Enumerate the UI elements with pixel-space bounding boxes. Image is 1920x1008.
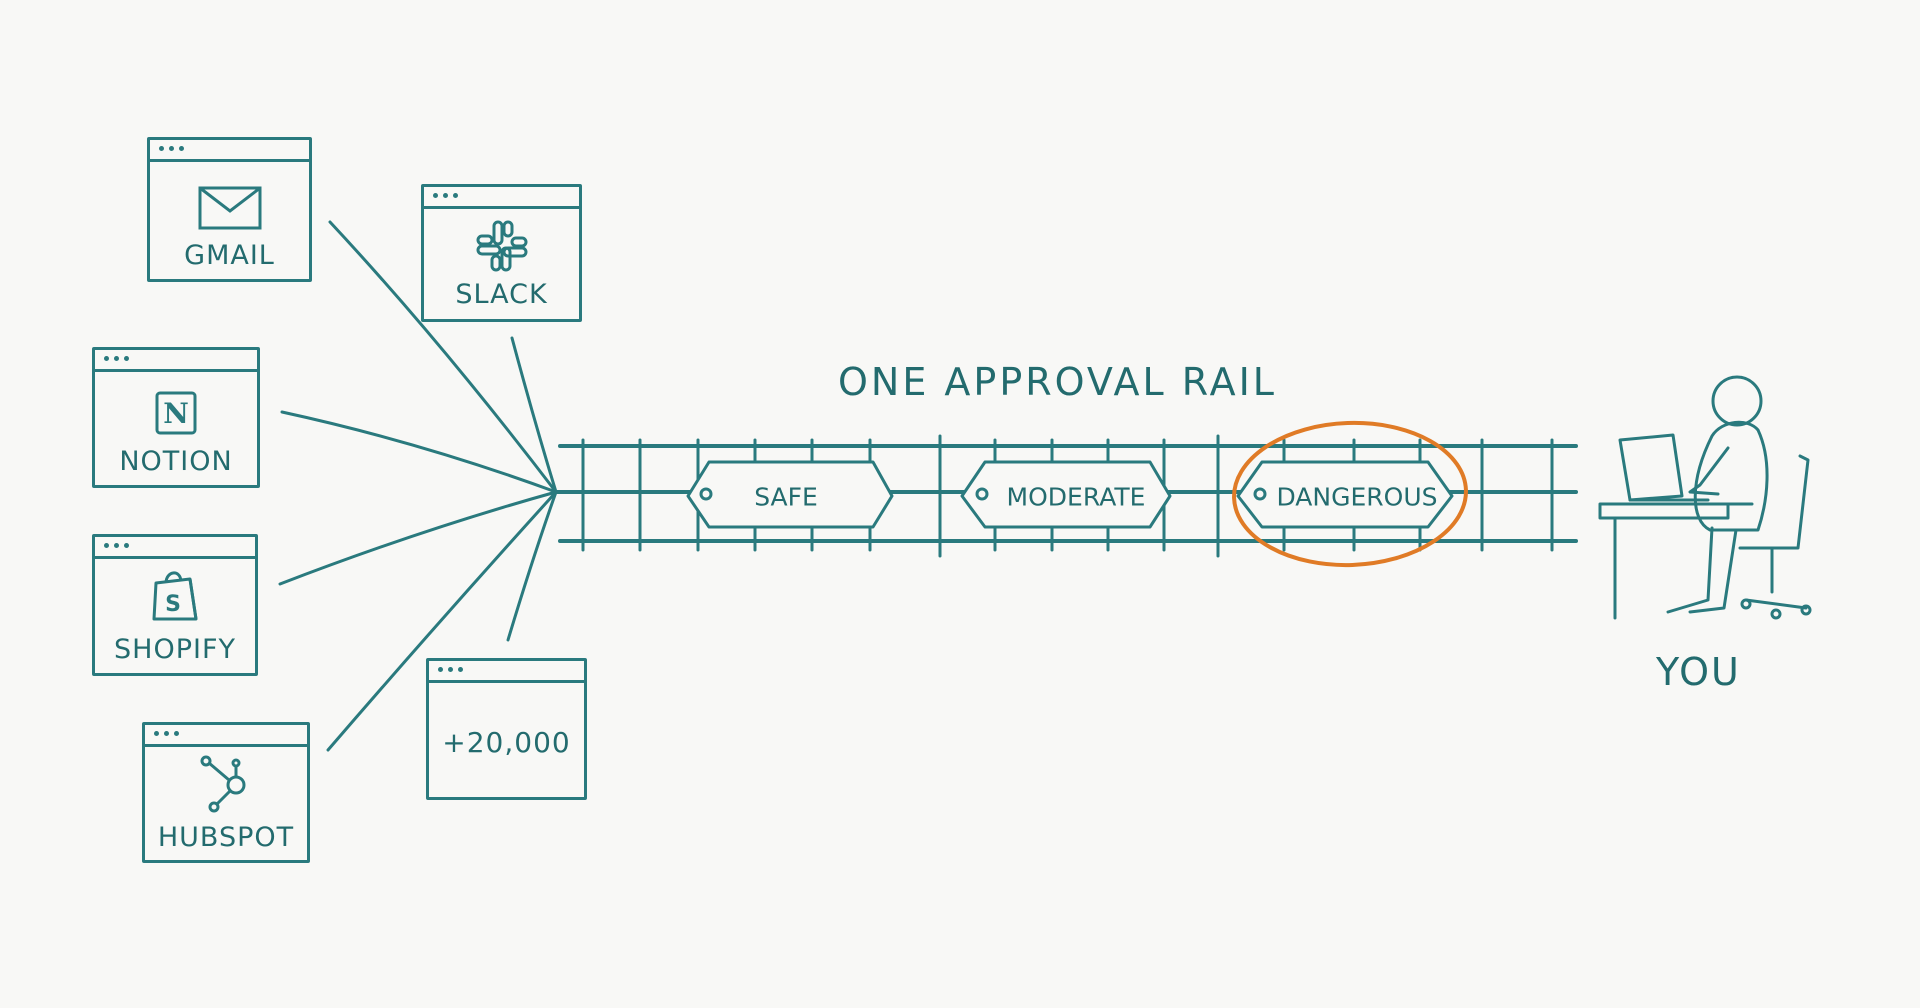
app-label-slack: SLACK — [455, 279, 548, 310]
tag-label-moderate: MODERATE — [1006, 482, 1146, 512]
app-window-notion: N NOTION — [92, 347, 260, 488]
connector-gmail — [328, 220, 558, 494]
window-dots — [159, 146, 184, 151]
window-dots — [433, 193, 458, 198]
laptop — [1618, 433, 1684, 502]
window-dots — [438, 667, 463, 672]
app-window-hubspot: HUBSPOT — [142, 722, 310, 863]
connector-shopify — [278, 490, 558, 586]
app-label-notion: NOTION — [119, 446, 233, 477]
window-titlebar — [424, 187, 579, 209]
app-label-shopify: SHOPIFY — [114, 634, 236, 665]
window-titlebar — [95, 537, 255, 559]
app-label-gmail: GMAIL — [184, 240, 275, 271]
envelope-icon — [198, 186, 261, 230]
app-window-slack: SLACK — [421, 184, 582, 322]
chair — [1738, 454, 1810, 550]
window-titlebar — [429, 661, 584, 683]
svg-text:S: S — [165, 592, 181, 617]
connector-slack — [510, 336, 558, 494]
tag-dangerous — [1236, 460, 1454, 529]
notion-logo-icon: N — [155, 391, 197, 435]
tag-label-safe: SAFE — [754, 482, 818, 512]
window-titlebar — [145, 725, 307, 747]
desk — [1598, 502, 1730, 520]
head — [1711, 375, 1763, 427]
app-window-gmail: GMAIL — [147, 137, 312, 282]
connector-more — [506, 490, 558, 642]
app-window-more: +20,000 — [426, 658, 587, 800]
rail-title: ONE APPROVAL RAIL — [838, 360, 1277, 404]
app-window-shopify: S SHOPIFY — [92, 534, 258, 676]
tag-label-dangerous: DANGEROUS — [1276, 482, 1438, 512]
app-label-more: +20,000 — [442, 726, 571, 759]
app-label-hubspot: HUBSPOT — [157, 822, 295, 853]
window-dots — [104, 543, 129, 548]
slack-logo-icon — [476, 220, 527, 272]
window-dots — [104, 356, 129, 361]
connector-hubspot — [326, 490, 558, 752]
you-label: YOU — [1656, 650, 1741, 694]
hubspot-logo-icon — [200, 755, 246, 813]
tag-safe — [686, 460, 894, 529]
svg-text:N: N — [163, 397, 189, 430]
window-titlebar — [150, 140, 309, 162]
danger-highlight-ring — [1232, 420, 1468, 568]
shopify-bag-icon: S — [152, 571, 198, 621]
tag-moderate — [960, 460, 1172, 529]
connector-notion — [280, 410, 558, 494]
window-titlebar — [95, 350, 257, 372]
window-dots — [154, 731, 179, 736]
